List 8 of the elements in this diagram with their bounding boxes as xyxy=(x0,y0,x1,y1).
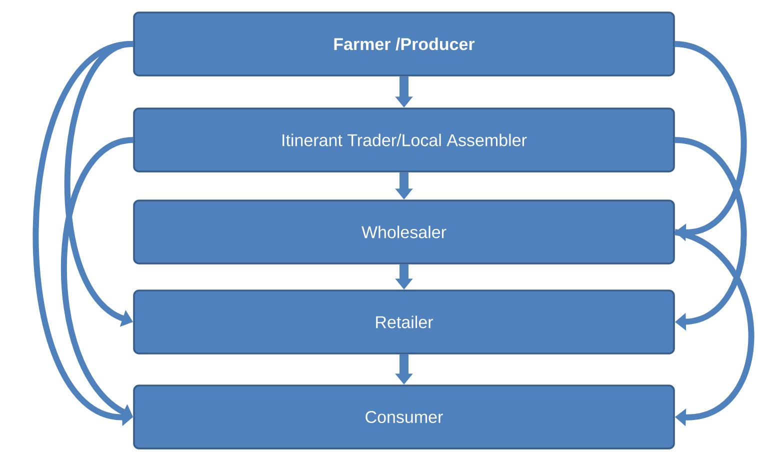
process-box: Retailer xyxy=(133,290,675,354)
process-box: Itinerant Trader/Local Assembler xyxy=(133,108,675,172)
arrow xyxy=(674,137,747,331)
arrow xyxy=(674,41,747,242)
process-box: Consumer xyxy=(133,384,675,450)
process-box: Farmer /Producer xyxy=(133,12,675,76)
process-box: Wholesaler xyxy=(133,200,675,264)
arrow xyxy=(674,229,754,426)
